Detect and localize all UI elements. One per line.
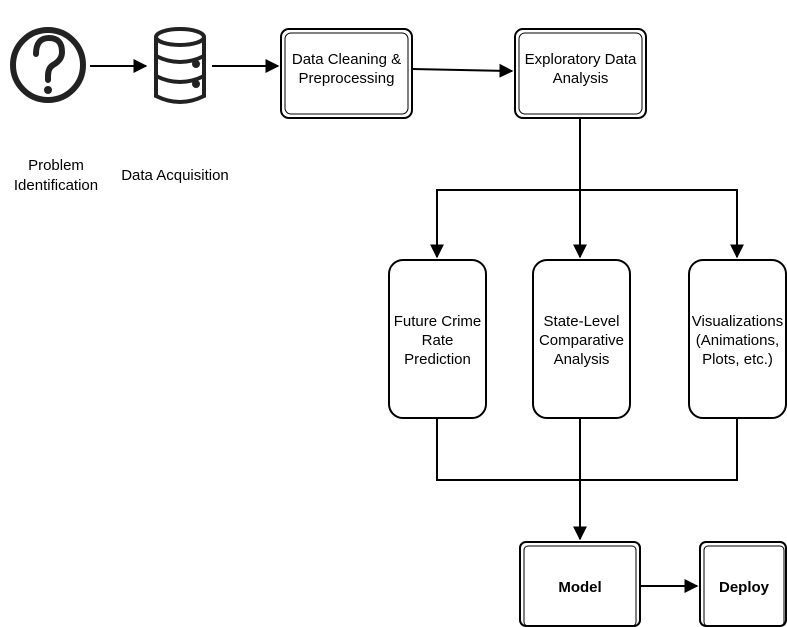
box-data-cleaning (280, 28, 413, 119)
label-model: Model (558, 578, 602, 596)
connector-merge (436, 418, 738, 481)
label-problem-identification: Problem Identification (13, 157, 99, 194)
arrow-cleaning-to-eda (411, 63, 514, 78)
connector-eda-branches (437, 118, 737, 191)
database-icon (154, 27, 206, 104)
label-state-comparative: State-Level Comparative Analysis (538, 312, 625, 368)
question-icon (10, 27, 86, 103)
label-eda: Exploratory Data Analysis (524, 51, 637, 87)
label-data-cleaning: Data Cleaning & Preprocessing (291, 51, 402, 87)
label-data-acquisition: Data Acquisition (121, 167, 229, 184)
box-deploy (699, 541, 787, 627)
label-deploy: Deploy (718, 578, 769, 596)
label-visualizations: Visualizations (Animations, Plots, etc.) (691, 312, 784, 368)
box-model (519, 541, 641, 627)
box-state-comparative (532, 259, 631, 419)
label-crime-prediction: Future Crime Rate Prediction (393, 312, 482, 368)
